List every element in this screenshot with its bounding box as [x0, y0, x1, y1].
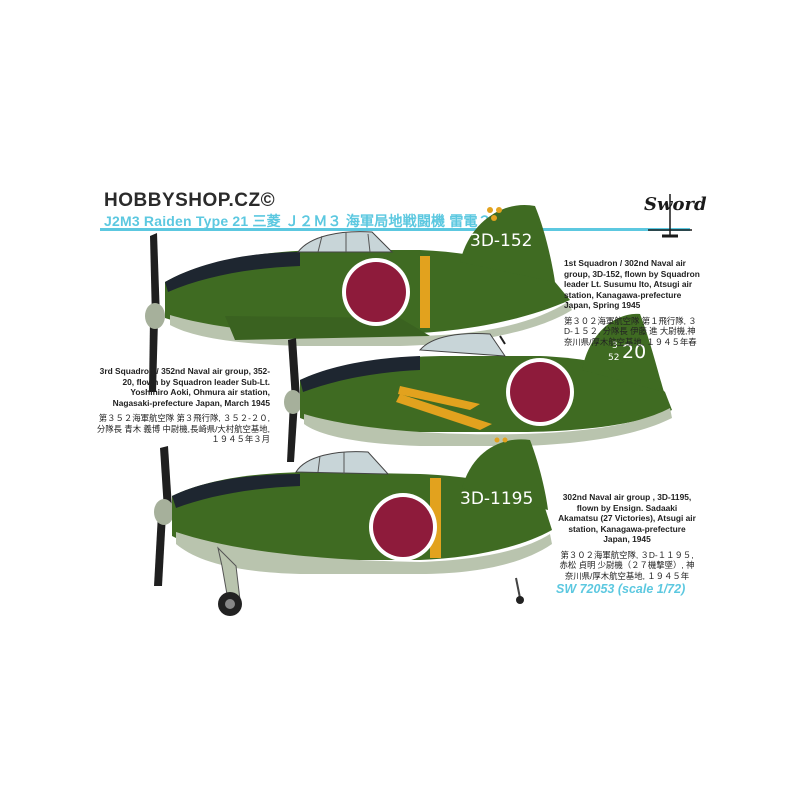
tail-wheel-icon: [516, 596, 524, 604]
caption-plane-1: 1st Squadron / 302nd Naval air group, 3D…: [564, 258, 700, 347]
propeller-blade-icon: [149, 318, 158, 392]
plane-profile-3: 3D-1195: [154, 437, 552, 616]
canopy: [418, 333, 506, 357]
propeller-blade-icon: [288, 338, 300, 400]
stripe-upper: [398, 386, 480, 410]
propeller-blade-icon: [150, 233, 160, 320]
tail-code-2-top: 3: [612, 341, 618, 351]
underside: [304, 408, 672, 446]
tail-fin: [460, 204, 555, 282]
caption-jp-1: 第３０２海軍航空隊 第１飛行隊, ３D-１５２, 分隊長 伊藤 進 大尉機,神奈…: [564, 315, 697, 347]
caption-en-2: 3rd Squadron / 352nd Naval air group, 35…: [99, 366, 270, 408]
propeller-blade-icon: [287, 402, 298, 462]
product-title: J2M3 Raiden Type 21 三菱 Ｊ２Ｍ３ 海軍局地戦闘機 雷電２１…: [104, 213, 521, 229]
fuselage-band: [420, 256, 430, 328]
hinomaru: [373, 497, 433, 557]
hinomaru: [346, 262, 406, 322]
spinner-icon: [284, 390, 302, 414]
wing: [225, 316, 430, 340]
canopy: [296, 231, 394, 253]
canopy: [295, 451, 390, 475]
caption-plane-2: 3rd Squadron / 352nd Naval air group, 35…: [92, 366, 270, 445]
tail-fin: [582, 313, 664, 392]
propeller-blade-icon: [160, 446, 172, 510]
antenna-mast: [499, 335, 506, 345]
spinner-icon: [154, 499, 174, 525]
watermark: HOBBYSHOP.CZ©: [104, 190, 276, 211]
plane-profile-2: 3 52 20: [284, 313, 672, 462]
sword-logo: Sword: [642, 190, 707, 242]
tail-code-2-mid: 52: [608, 353, 619, 363]
title-bar: J2M3 Raiden Type 21 三菱 Ｊ２Ｍ３ 海軍局地戦闘機 雷電２１…: [100, 213, 690, 231]
title-rule: [100, 228, 690, 231]
tail-code-3: 3D-1195: [460, 489, 533, 509]
tail-fin: [462, 439, 548, 510]
plane-profile-1: 3D-152: [145, 204, 572, 392]
caption-plane-3: 302nd Naval air group , 3D-1195, flown b…: [556, 492, 698, 581]
tail-code-2-num: 20: [622, 341, 646, 363]
tail-code-1: 3D-152: [470, 231, 533, 251]
propeller-blade-icon: [154, 514, 166, 586]
fuselage: [172, 472, 552, 560]
caption-en-3: 302nd Naval air group , 3D-1195, flown b…: [558, 492, 696, 544]
cowl-antiglare: [165, 252, 300, 292]
hinomaru: [510, 362, 570, 422]
catalog-number: SW 72053 (scale 1/72): [556, 582, 686, 596]
underside: [176, 532, 552, 574]
caption-en-1: 1st Squadron / 302nd Naval air group, 3D…: [564, 258, 700, 310]
caption-jp-3: 第３０２海軍航空隊, ３D-１１９５, 赤松 貞明 少尉機（２７機撃墜）, 神奈…: [559, 549, 695, 581]
cowl-antiglare: [172, 474, 300, 508]
stripe-lower: [396, 394, 492, 430]
sword-logo-icon: [648, 194, 692, 238]
caption-jp-2: 第３５２海軍航空隊 第３飛行隊, ３５２-２０, 分隊長 青木 義博 中尉機,長…: [96, 413, 270, 444]
spinner-icon: [145, 303, 165, 329]
fuselage: [300, 356, 672, 432]
cowl-antiglare: [300, 356, 420, 392]
logo-text: Sword: [644, 194, 707, 215]
